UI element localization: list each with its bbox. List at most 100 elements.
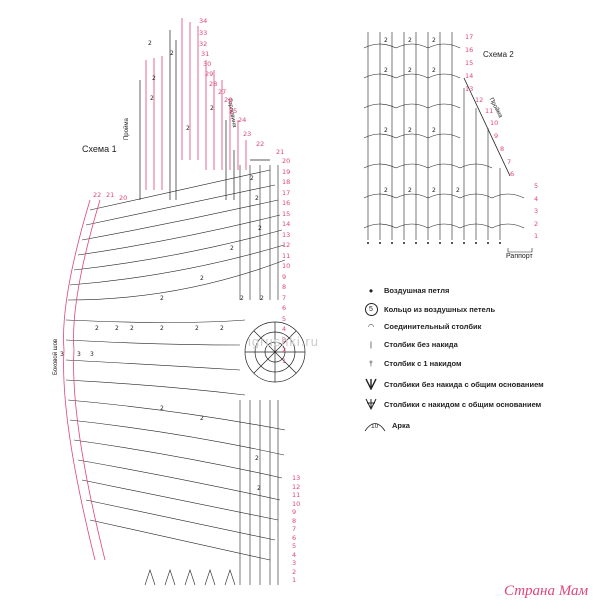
svg-text:2: 2: [255, 455, 259, 462]
scheme1-body-rows: [65, 169, 286, 561]
scheme1-right-row: 16: [282, 199, 291, 207]
scheme1-left-row-21: 21: [106, 191, 115, 199]
scheme1-upper-strands: [145, 18, 247, 190]
svg-text:2: 2: [220, 325, 224, 332]
svg-text:2: 2: [432, 187, 436, 194]
dc-common-base-svg: [365, 398, 377, 410]
legend-text: Столбик без накида: [384, 339, 458, 349]
scheme1-bottom-fans: [144, 569, 236, 586]
scheme1-row-31: 31: [201, 50, 210, 58]
scheme1-right-row: 1: [282, 356, 287, 365]
scheme2-row: 13: [465, 85, 474, 93]
scheme2-armhole-slope: [463, 77, 511, 177]
scheme1-right-row: 8: [282, 283, 287, 291]
scheme1-upper-black: [139, 30, 270, 200]
dc-common-base-icon: [362, 398, 380, 410]
svg-text:2: 2: [255, 195, 259, 202]
scheme1-row-28: 28: [209, 80, 218, 88]
scheme1-right-row: 7: [282, 293, 287, 302]
single-crochet-icon: |: [370, 339, 372, 349]
svg-text:2: 2: [257, 485, 261, 492]
svg-text:2: 2: [384, 67, 388, 74]
scheme2-row-6: 6: [510, 170, 515, 178]
scheme1-right-row: 4: [282, 325, 287, 333]
legend-text: Столбик с 1 накидом: [384, 358, 462, 368]
svg-text:2: 2: [200, 275, 204, 282]
scheme1-right-row: 14: [282, 220, 291, 228]
scheme1-row-23: 23: [243, 130, 252, 138]
scheme1-bottom-row: 7: [292, 525, 297, 533]
scheme1-row-33: 33: [199, 29, 208, 37]
scheme1-row-32: 32: [199, 40, 208, 48]
scheme1-right-row: 19: [282, 167, 291, 176]
scheme1-right-row: 15: [282, 209, 291, 218]
scheme2-repeat-label: Раппорт: [506, 253, 533, 260]
scheme2-row-8: 8: [500, 145, 505, 153]
scheme1-right-row: 3: [282, 335, 287, 344]
scheme1-right-row: 13: [282, 230, 291, 239]
legend-text: Кольцо из воздушных петель: [384, 304, 496, 314]
arch-icon: [362, 419, 388, 432]
svg-text:2: 2: [456, 187, 460, 194]
scheme2-repeat-bracket: [507, 248, 533, 253]
svg-text:2: 2: [260, 295, 264, 302]
dot-icon: ●: [368, 285, 374, 295]
scheme2-row: 5: [534, 182, 539, 190]
svg-text:2: 2: [250, 175, 254, 182]
scheme1-bottom-row: 10: [292, 499, 301, 508]
scheme2-row: 1: [534, 232, 539, 240]
scheme1-bottom-row: 1: [292, 576, 297, 584]
legend-text: Столбики с накидом с общим основанием: [384, 399, 542, 409]
scheme1-left-row-20: 20: [119, 194, 128, 202]
svg-text:2: 2: [115, 325, 119, 332]
svg-text:2: 2: [152, 75, 156, 82]
scheme1-bottom-row-numbers: 13 12 11 10 9 8 7 6 5 4 3 2 1: [292, 474, 304, 585]
svg-text:3: 3: [77, 351, 81, 358]
scheme1-right-columns: [239, 165, 279, 585]
svg-text:2: 2: [384, 187, 388, 194]
scheme1-bottom-row: 11: [292, 491, 301, 499]
legend-item-single-crochet: | Столбик без накида: [362, 338, 458, 350]
scheme1-bottom-row: 4: [292, 550, 297, 559]
legend-item-chain: ● Воздушная петля: [362, 284, 450, 296]
svg-text:2: 2: [200, 415, 204, 422]
svg-text:2: 2: [432, 37, 436, 44]
scheme2-row-7: 7: [507, 158, 512, 166]
scheme1-bottom-row: 6: [292, 533, 297, 542]
svg-text:2: 2: [130, 325, 134, 332]
legend-item-sc-common-base: Столбики без накида с общим основанием: [362, 378, 544, 390]
scheme1-armhole-label: Пройма: [124, 118, 130, 140]
scheme2-row: 16: [465, 46, 474, 54]
scheme1-right-row: 20: [282, 157, 291, 165]
svg-text:2: 2: [258, 225, 262, 232]
svg-text:2: 2: [432, 127, 436, 134]
scheme1-bottom-row: 9: [292, 508, 297, 516]
slip-stitch-icon: ◠: [367, 321, 375, 331]
sc-common-base-icon: [362, 378, 380, 390]
scheme2-chain-dots: [367, 242, 501, 244]
scheme1-bottom-row: 12: [292, 482, 301, 491]
scheme1-bottom-row: 5: [292, 542, 297, 550]
scheme1-right-row: 5: [282, 314, 287, 323]
scheme2-row: 3: [534, 207, 539, 215]
svg-text:2: 2: [210, 105, 214, 112]
legend-text: Воздушная петля: [384, 285, 450, 295]
svg-text:3: 3: [60, 351, 64, 358]
svg-text:2: 2: [95, 325, 99, 332]
watermark-brand: Страна Мам: [504, 583, 589, 599]
svg-text:2: 2: [432, 67, 436, 74]
watermark-site: igrushki.ru: [248, 334, 319, 349]
svg-text:2: 2: [408, 187, 412, 194]
svg-text:2: 2: [384, 37, 388, 44]
svg-text:2: 2: [150, 95, 154, 102]
scheme1-row-24: 24: [238, 116, 247, 124]
scheme2-row-10: 10: [490, 119, 499, 127]
scheme1-right-row: 9: [282, 272, 287, 281]
legend-item-ring: 5 Кольцо из воздушных петель: [362, 302, 496, 316]
scheme2-row-12: 12: [475, 96, 484, 104]
scheme1-title: Схема 1: [82, 144, 117, 154]
scheme1-left-row-22: 22: [93, 191, 102, 199]
scheme1-right-row: 2: [282, 346, 287, 354]
